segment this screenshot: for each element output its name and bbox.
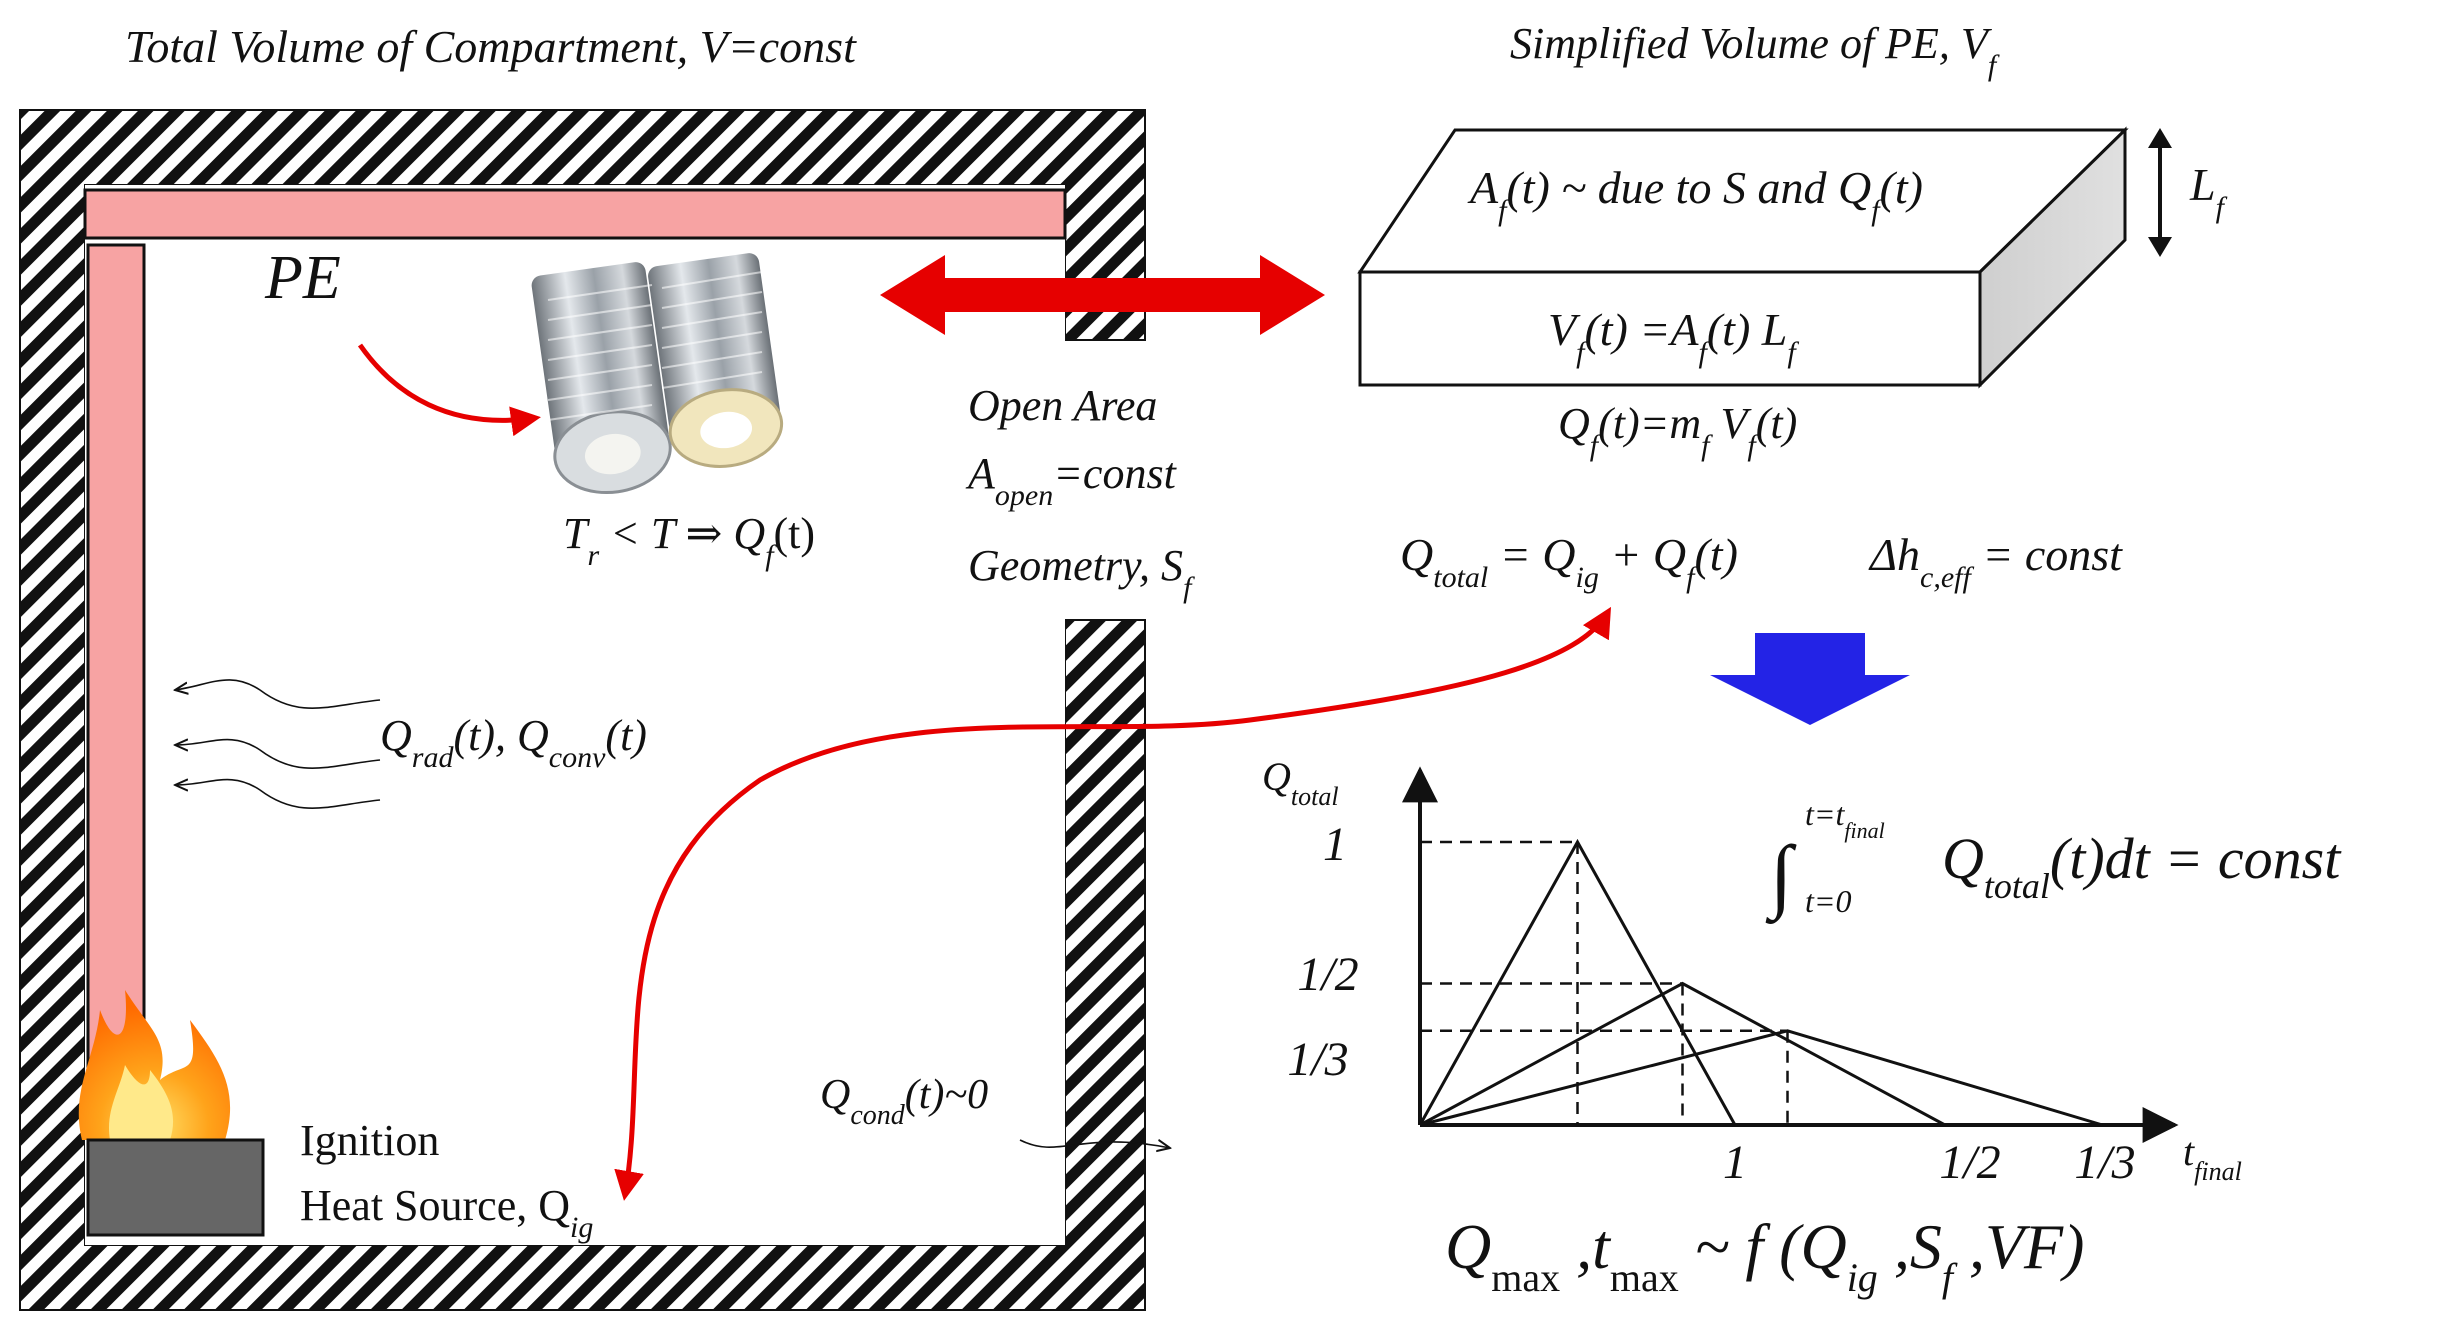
ignition-to-equation-curve <box>614 606 1612 1201</box>
chart-series-line-3 <box>1419 1029 2103 1127</box>
y-tick-1-2: 1/2 <box>1297 948 1358 1001</box>
simplified-volume-box <box>1357 126 2129 389</box>
top-face-label: Af(t) ~ due to S and Qf(t) <box>1467 162 1923 227</box>
box-front-face <box>1358 270 1982 387</box>
result-relation: Qmax ,tmax ~ f (Qig ,Sf ,VF) <box>1445 1211 2084 1300</box>
y-tick-1-3: 1/3 <box>1287 1033 1348 1086</box>
radiation-arrows <box>175 679 381 809</box>
simplified-volume-title: Simplified Volume of PE, Vf <box>1510 19 2000 82</box>
integral-body: Qtotal(t)dt = const <box>1942 826 2342 906</box>
front-face-label: Vf(t) =Af(t) Lf <box>1548 304 1799 369</box>
heat-source-label: Heat Source, Qig <box>300 1181 593 1244</box>
pe-panel-ceiling <box>83 188 1067 240</box>
fire-icon <box>78 990 231 1140</box>
ignition-label: Ignition <box>300 1116 439 1165</box>
open-area-label: Open Area <box>968 381 1157 430</box>
chart-x-axis-title: tfinal <box>2183 1129 2242 1186</box>
y-tick-1: 1 <box>1323 818 1347 871</box>
conduction-label: Qcond(t)~0 <box>820 1072 988 1131</box>
chart-y-axis-title: Qtotal <box>1262 754 1339 811</box>
chart-series-line-1 <box>1418 838 1737 1126</box>
integral-lower-limit: t=0 <box>1805 883 1851 919</box>
open-area-constant: Aopen=const <box>965 449 1178 512</box>
ignition-heat-source-box <box>86 1138 265 1237</box>
enthalpy-equation: Δhc,eff = const <box>1868 529 2123 594</box>
chart-series-line-2 <box>1419 981 1946 1127</box>
thickness-arrow <box>2148 128 2172 257</box>
pe-pipe-insulation-image <box>531 253 784 495</box>
integral-upper-limit: t=tfinal <box>1805 796 1885 843</box>
compartment-title: Total Volume of Compartment, V=const <box>125 21 857 72</box>
radiation-convection-label: Qrad(t), Qconv(t) <box>380 711 647 774</box>
thickness-label: Lf <box>2189 159 2228 224</box>
heat-release-chart <box>1402 766 2179 1143</box>
integral-sign: ∫ <box>1765 829 1797 924</box>
pipe-relation-label: Tr < T ⇒ Qf(t) <box>563 509 815 572</box>
x-tick-1-3: 1/3 <box>2074 1136 2135 1189</box>
chart-series <box>1418 838 2103 1127</box>
chart-guide-lines <box>1420 840 1789 1125</box>
x-tick-1-2: 1/2 <box>1939 1136 2000 1189</box>
x-tick-1: 1 <box>1723 1136 1747 1189</box>
result-down-arrow <box>1710 633 1910 725</box>
heat-release-label: Qf(t)=mf Vf(t) <box>1558 399 1797 462</box>
pe-pointer-arrow <box>357 343 541 437</box>
pe-label: PE <box>264 244 341 312</box>
total-heat-equation: Qtotal = Qig + Qf(t) <box>1400 529 1738 594</box>
pe-panel-wall <box>86 243 146 1147</box>
equivalence-double-arrow <box>880 255 1325 335</box>
